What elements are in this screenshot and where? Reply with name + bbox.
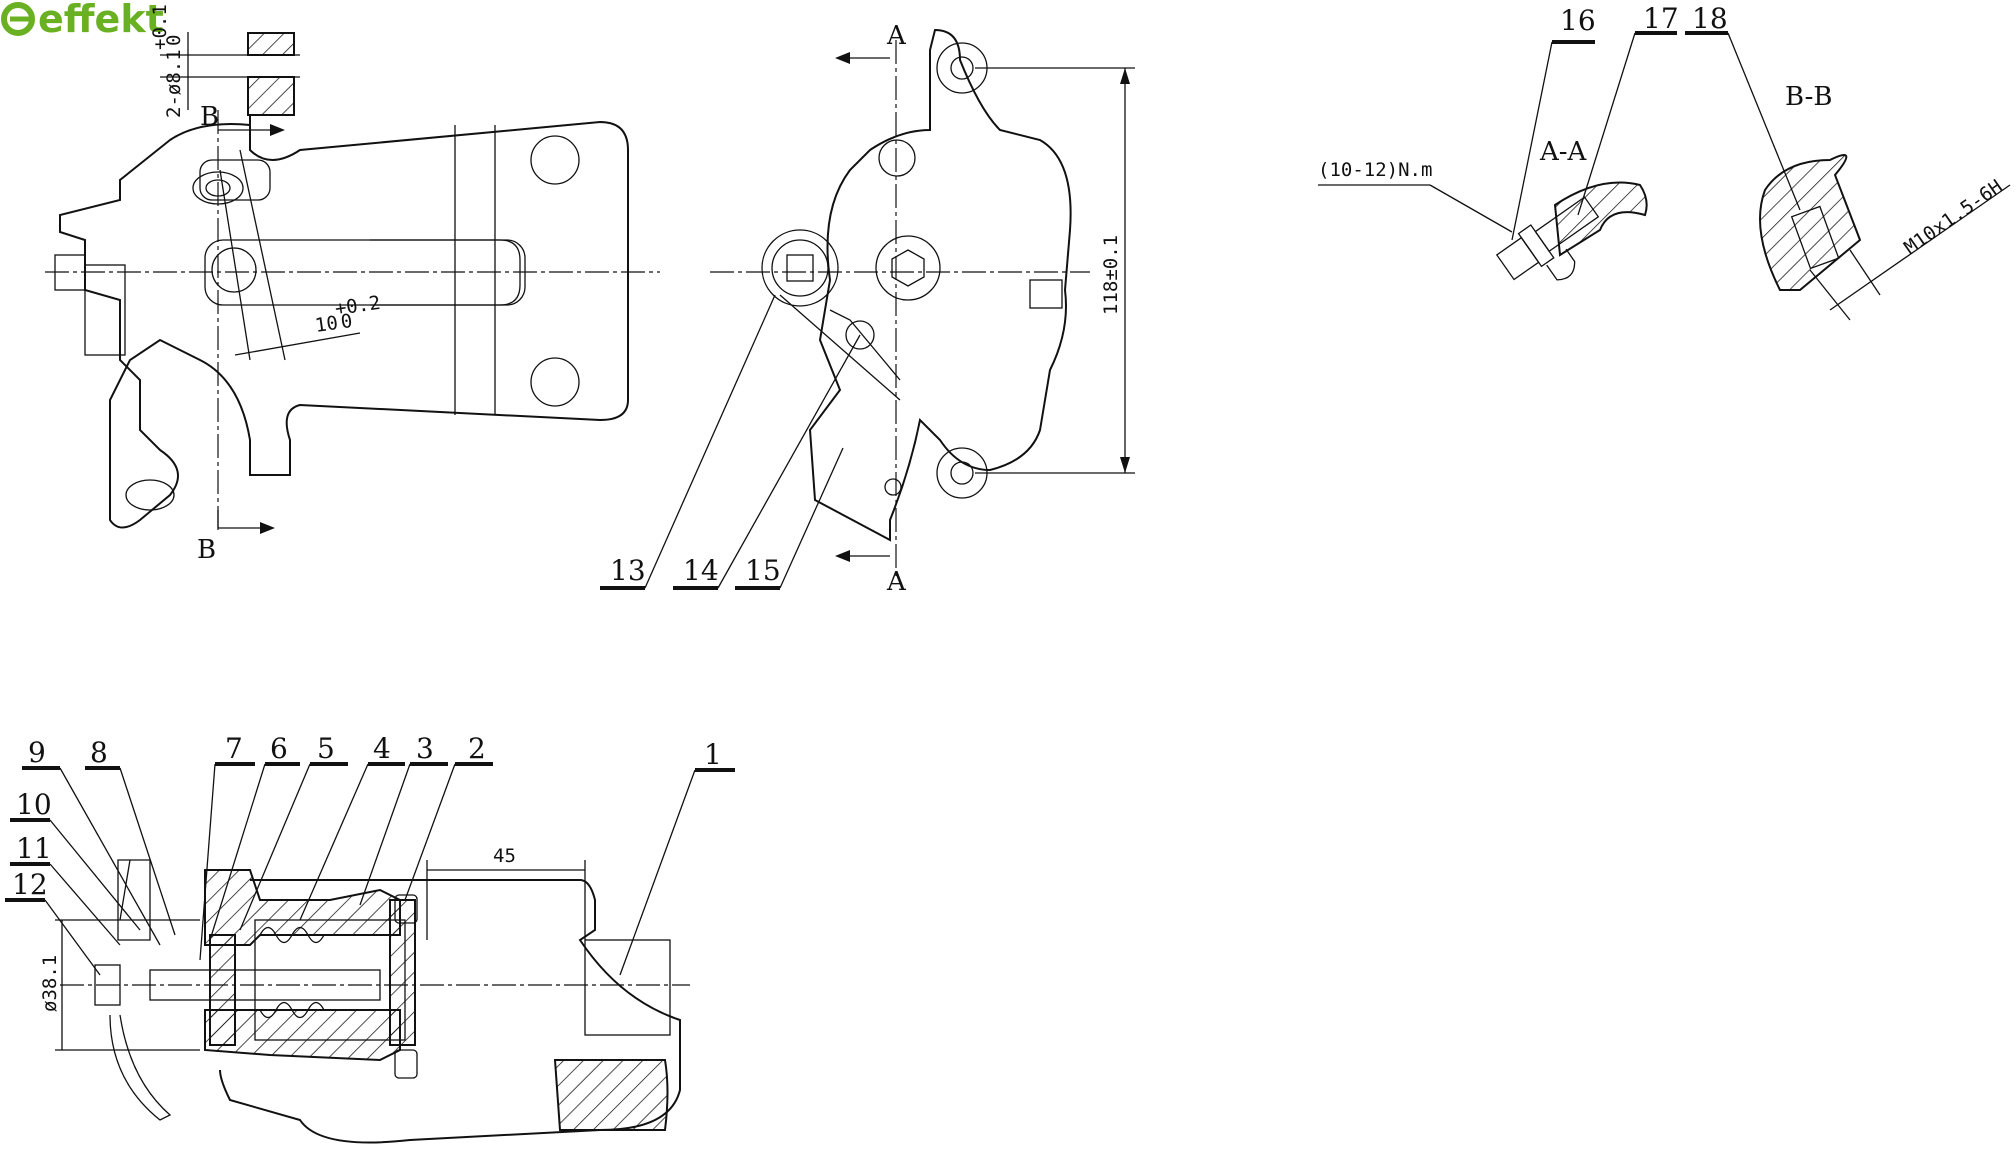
hole-tol-lower: 0	[163, 35, 185, 46]
top-callouts: 9 8 7 6 5 4 3 2 1	[22, 732, 735, 976]
torque-spec: (10-12)N.m	[1318, 159, 1432, 181]
thread-spec: M10x1.5-6H	[1900, 175, 2006, 259]
diameter-dim: ø38.1	[39, 955, 61, 1012]
callout-10: 10	[16, 788, 52, 821]
length-dim: 45	[493, 845, 516, 867]
left-callouts: 10 11 12	[5, 788, 141, 976]
callout-18: 18	[1692, 2, 1728, 35]
section-a-top-label: A	[886, 21, 907, 51]
slot-width-dim: 10	[314, 312, 340, 337]
callout-8: 8	[90, 736, 108, 769]
section-b-bottom-label: B	[197, 535, 216, 565]
callout-4: 4	[373, 732, 391, 765]
callout-13: 13	[610, 554, 646, 587]
callout-2: 2	[468, 732, 486, 765]
callout-9: 9	[28, 736, 46, 769]
top-left-view: B B 2-ø8.1 +0.1 0 10 +0.2 0	[45, 4, 660, 565]
section-bb-label: B-B	[1785, 82, 1832, 112]
callout-17: 17	[1643, 2, 1679, 35]
callout-14: 14	[683, 554, 719, 587]
callout-7: 7	[225, 732, 243, 765]
logo-text: effekt	[38, 0, 164, 41]
effekt-logo: effekt	[1, 0, 164, 41]
callout-6: 6	[270, 732, 288, 765]
callout-15: 15	[745, 554, 781, 587]
section-a-bottom-label: A	[886, 567, 907, 597]
section-aa-label: A-A	[1539, 137, 1588, 167]
callout-12: 12	[12, 868, 48, 901]
callout-3: 3	[416, 732, 434, 765]
slot-tol-lower: 0	[339, 310, 353, 333]
section-view: ø38.1 45 9 8 7 6 5 4 3 2 1 10	[5, 732, 735, 1144]
hole-tol-upper: +0.1	[149, 4, 171, 50]
section-b-top-label: B	[200, 102, 219, 132]
callout-5: 5	[317, 732, 335, 765]
detail-views: (10-12)N.m A-A B-B M10x1.5-6H 16 17 18	[1318, 2, 2011, 321]
callout-1: 1	[704, 738, 722, 771]
height-dim: 118±0.1	[1100, 235, 1122, 315]
callout-16: 16	[1560, 4, 1596, 37]
hole-diameter-dim: 2-ø8.1	[163, 49, 185, 118]
middle-view: 118±0.1 A A 13 14 15	[600, 21, 1135, 597]
callout-11: 11	[16, 832, 52, 865]
